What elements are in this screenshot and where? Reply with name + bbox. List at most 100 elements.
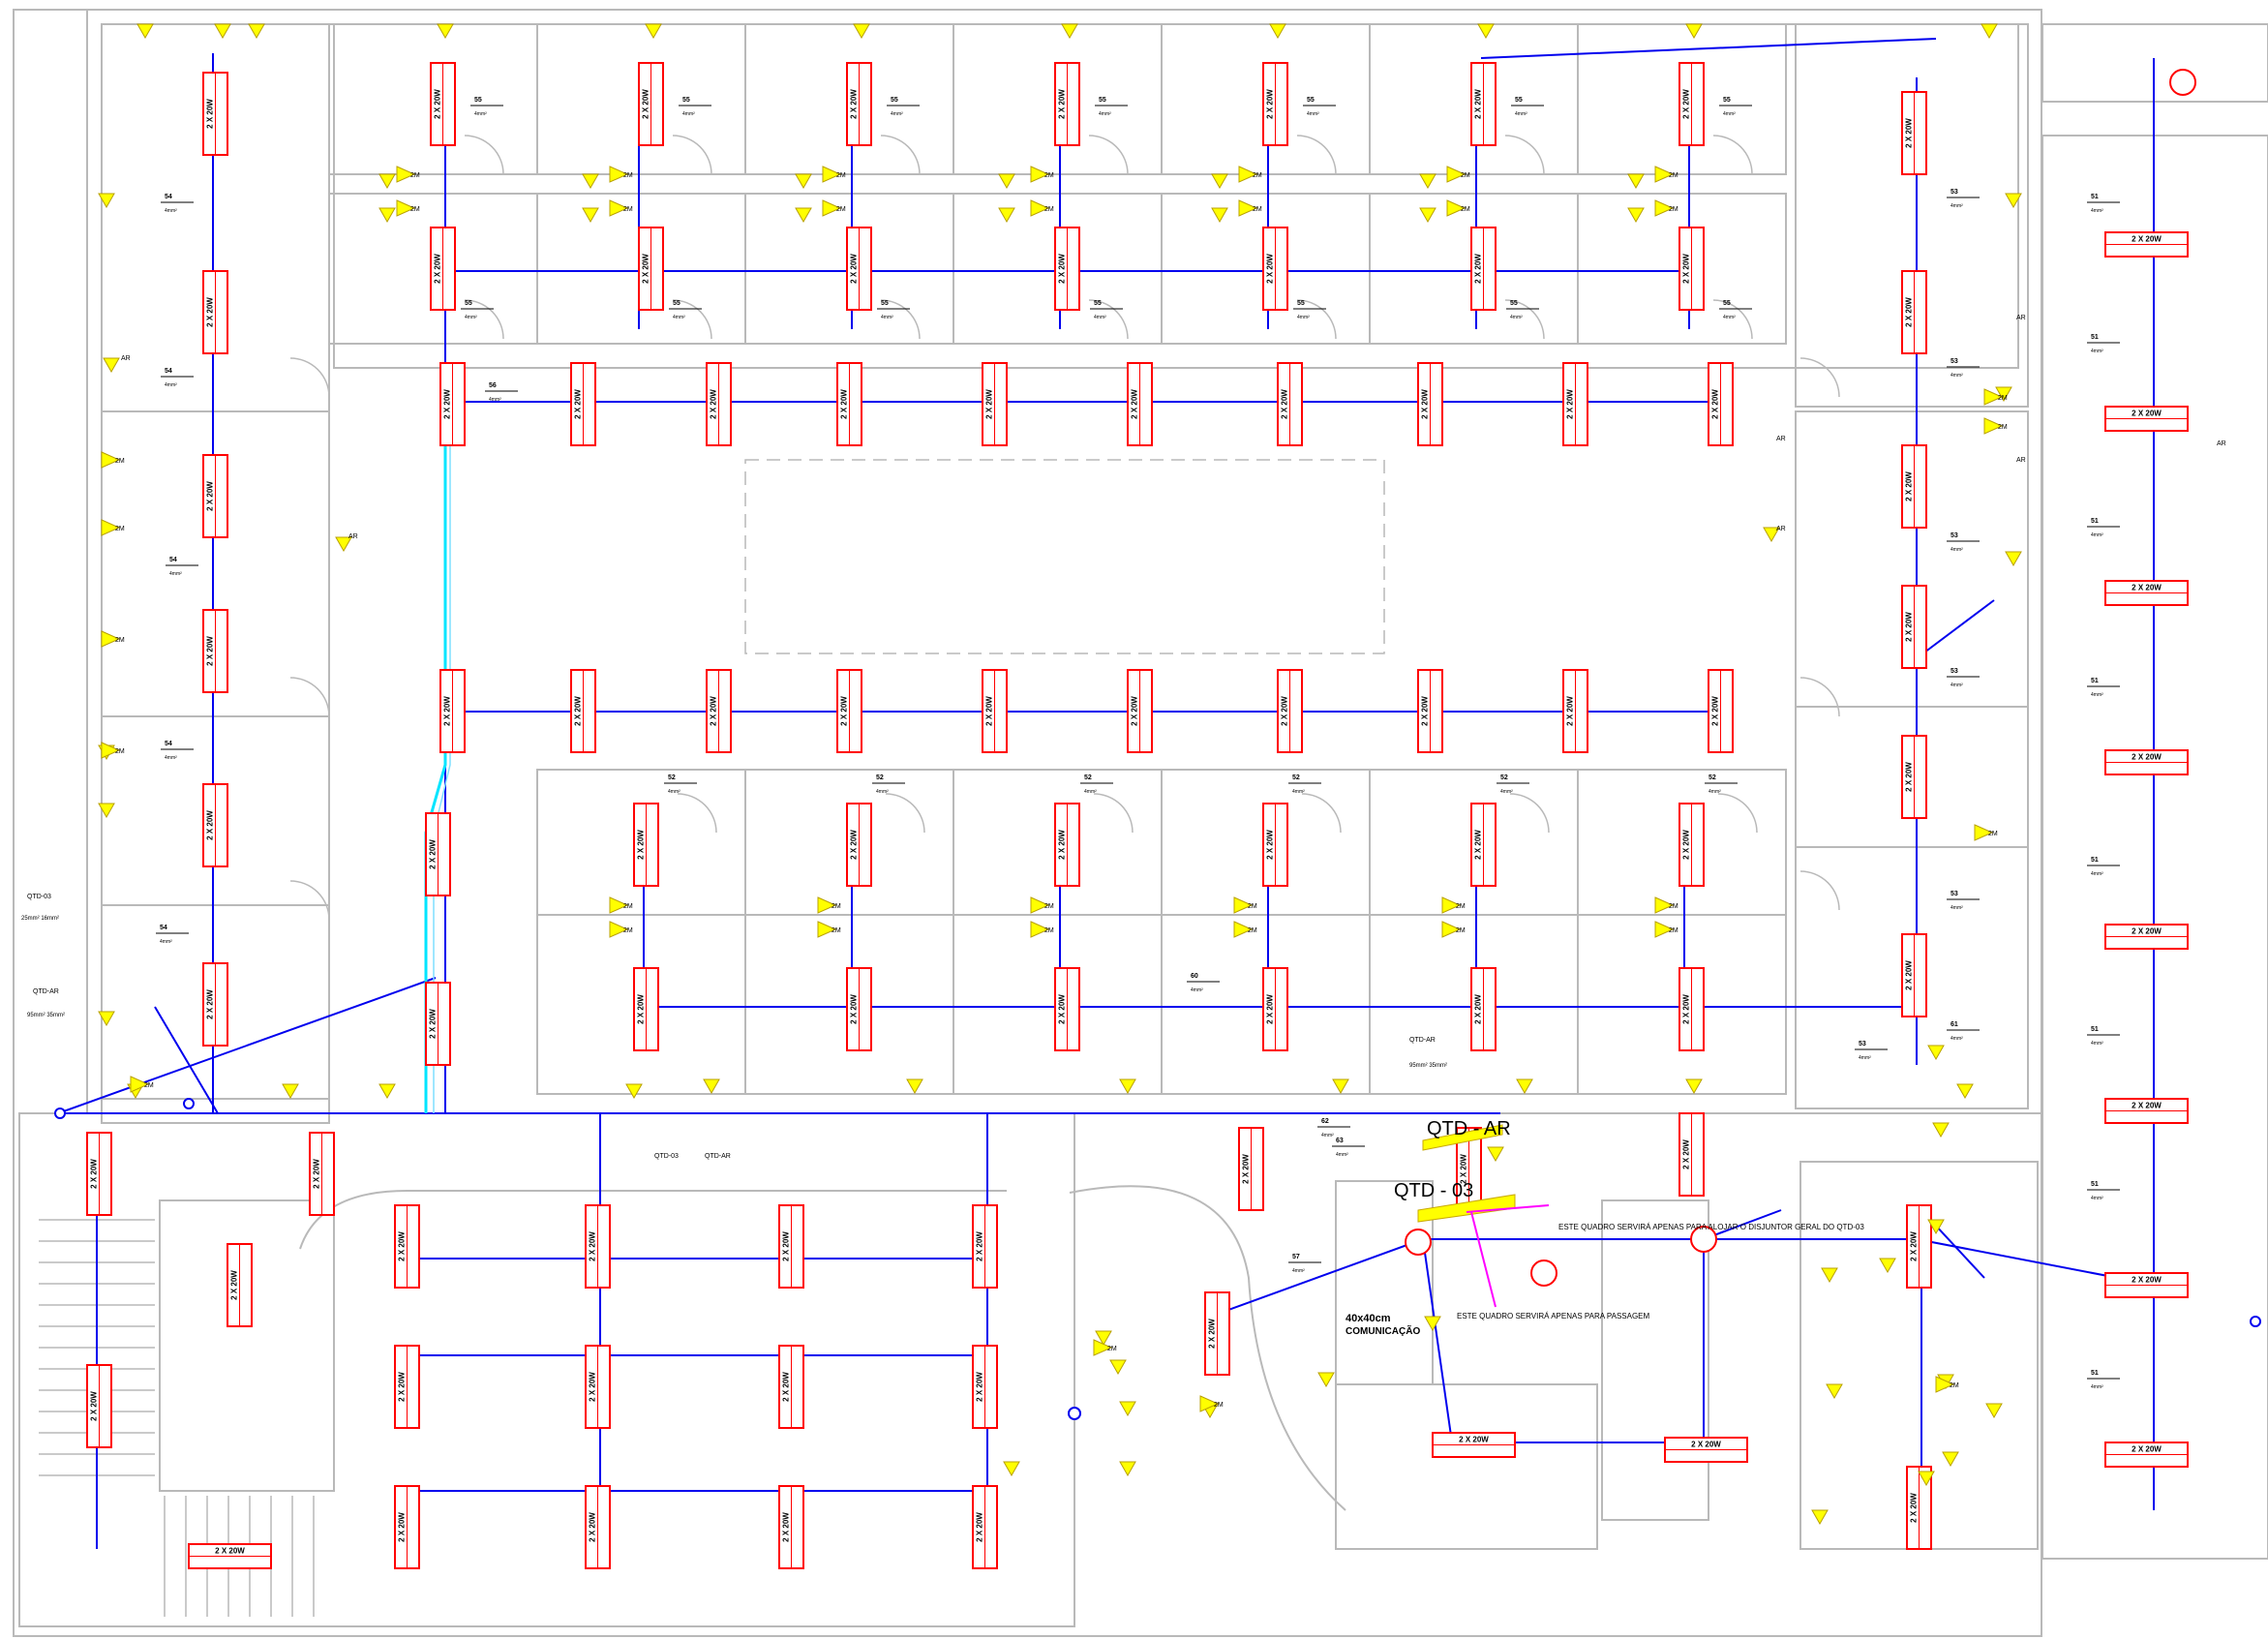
switch-2m-label: 2M [1669, 206, 1678, 213]
switch-2m-30[interactable]: 2M [1654, 921, 1678, 938]
switch-2m-label: 2M [836, 206, 846, 213]
fixture-85: 2 X 20W [2104, 749, 2189, 775]
outlet-triangle-56 [1095, 1330, 1112, 1347]
fixture-label: 2 X 20W [2132, 410, 2162, 418]
wire-gauge-31: 4mm² [2091, 208, 2103, 214]
switch-2m-1[interactable]: 2M [396, 199, 420, 217]
switch-2m-11[interactable]: 2M [1446, 199, 1470, 217]
switch-2m-label: 2M [1998, 395, 2008, 402]
fixture-27: 2 X 20W [836, 669, 862, 753]
switch-2m-25[interactable]: 2M [1233, 896, 1257, 914]
switch-2m-10[interactable]: 2M [1446, 166, 1470, 183]
fixture-61: 2 X 20W [309, 1132, 335, 1216]
switch-2m-icon [101, 630, 121, 648]
feeder-qtdar-left-spec: 95mm² 35mm² [27, 1013, 65, 1018]
fixture-label: 2 X 20W [840, 696, 849, 726]
circuit-tag-2: 54 [169, 557, 177, 563]
switch-2m-35[interactable]: 2M [1093, 1339, 1117, 1356]
fixture-label: 2 X 20W [206, 636, 215, 666]
wire-gauge-18: 4mm² [1723, 315, 1736, 320]
switch-2m-31[interactable]: 2M [1983, 388, 2008, 406]
fixture-label: 2 X 20W [976, 1372, 984, 1402]
switch-2m-label: 2M [1253, 206, 1262, 213]
fixture-89: 2 X 20W [2104, 1442, 2189, 1468]
switch-2m-19[interactable]: 2M [609, 896, 633, 914]
circuit-tag-1: 54 [165, 368, 172, 375]
fixture-23: 2 X 20W [570, 669, 596, 753]
fixture-51: 2 X 20W [1678, 967, 1705, 1051]
switch-2m-34[interactable]: 2M [1199, 1395, 1224, 1412]
switch-2m-0[interactable]: 2M [396, 166, 420, 183]
fixture-50: 2 X 20W [1470, 967, 1497, 1051]
switch-2m-icon [1654, 199, 1675, 217]
fixture-label: 2 X 20W [589, 1231, 597, 1261]
fixture-88: 2 X 20W [2104, 1272, 2189, 1298]
switch-2m-icon [130, 1076, 150, 1093]
switch-2m-icon [1983, 388, 2004, 406]
switch-2m-13[interactable]: 2M [1654, 199, 1678, 217]
fixture-72: 2 X 20W [778, 1485, 804, 1569]
wire-25 [1413, 1238, 2169, 1289]
switch-2m-24[interactable]: 2M [1030, 921, 1054, 938]
switch-2m-32[interactable]: 2M [1983, 417, 2008, 435]
switch-2m-label: 2M [1456, 927, 1466, 934]
panel-qtd-ar[interactable] [1422, 1124, 1503, 1151]
fixture-43: 2 X 20W [1262, 803, 1288, 887]
switch-2m-16[interactable]: 2M [101, 630, 125, 648]
switch-2m-6[interactable]: 2M [1030, 166, 1054, 183]
switch-2m-33[interactable]: 2M [1974, 824, 1998, 841]
circuit-tag-21: 52 [1084, 774, 1092, 781]
outlet-triangle-43 [1516, 1078, 1533, 1095]
fixture-66: 2 X 20W [394, 1485, 420, 1569]
switch-2m-12[interactable]: 2M [1654, 166, 1678, 183]
switch-2m-21[interactable]: 2M [817, 896, 841, 914]
fixture-label: 2 X 20W [1905, 471, 1914, 501]
switch-2m-22[interactable]: 2M [817, 921, 841, 938]
switch-2m-29[interactable]: 2M [1654, 896, 1678, 914]
wire-gauge-3: 4mm² [165, 755, 177, 761]
switch-2m-27[interactable]: 2M [1441, 896, 1466, 914]
switch-2m-4[interactable]: 2M [822, 166, 846, 183]
switch-2m-17[interactable]: 2M [101, 742, 125, 759]
switch-2m-icon [1233, 921, 1254, 938]
fixture-28: 2 X 20W [982, 362, 1008, 446]
fixture-label: 2 X 20W [1058, 994, 1067, 1024]
door-swing-19 [1799, 870, 1840, 911]
fixture-label: 2 X 20W [1266, 254, 1275, 284]
switch-2m-15[interactable]: 2M [101, 519, 125, 536]
switch-2m-icon [1030, 921, 1050, 938]
outlet-triangle-52 [1119, 1401, 1136, 1417]
circuit-tag-39: 56 [489, 382, 497, 389]
switch-2m-9[interactable]: 2M [1238, 199, 1262, 217]
switch-2m-23[interactable]: 2M [1030, 896, 1054, 914]
switch-2m-28[interactable]: 2M [1441, 921, 1466, 938]
switch-2m-18[interactable]: 2M [130, 1076, 154, 1093]
switch-2m-8[interactable]: 2M [1238, 166, 1262, 183]
switch-2m-2[interactable]: 2M [609, 166, 633, 183]
fixture-79: 2 X 20W [1204, 1291, 1230, 1376]
switch-2m-14[interactable]: 2M [101, 451, 125, 469]
switch-2m-label: 2M [623, 172, 633, 179]
fixture-2: 2 X 20W [202, 454, 228, 538]
outlet-triangle-4 [645, 23, 662, 40]
door-swing-24 [1509, 793, 1550, 834]
fixture-80: 2 X 20W [1906, 1204, 1932, 1289]
switch-2m-36[interactable]: 2M [1935, 1376, 1959, 1393]
passage-note: ESTE QUADRO SERVIRÁ APENAS PARA PASSAGEM [1457, 1312, 1650, 1320]
switch-2m-20[interactable]: 2M [609, 921, 633, 938]
switch-2m-26[interactable]: 2M [1233, 921, 1257, 938]
switch-2m-5[interactable]: 2M [822, 199, 846, 217]
wire-gauge-2: 4mm² [169, 571, 182, 577]
fixture-4: 2 X 20W [202, 783, 228, 867]
fixture-60: 2 X 20W [86, 1132, 112, 1216]
outlet-triangle-39 [703, 1078, 720, 1095]
switch-2m-3[interactable]: 2M [609, 199, 633, 217]
circuit-tag-19: 52 [668, 774, 676, 781]
switch-2m-icon [1654, 896, 1675, 914]
outlet-triangle-21 [998, 207, 1015, 224]
outlet-triangle-24 [1627, 207, 1645, 224]
fixture-label: 2 X 20W [710, 696, 718, 726]
circuit-tag-28: 53 [1950, 668, 1958, 675]
fixture-53: 2 X 20W [1901, 270, 1927, 354]
switch-2m-7[interactable]: 2M [1030, 199, 1054, 217]
